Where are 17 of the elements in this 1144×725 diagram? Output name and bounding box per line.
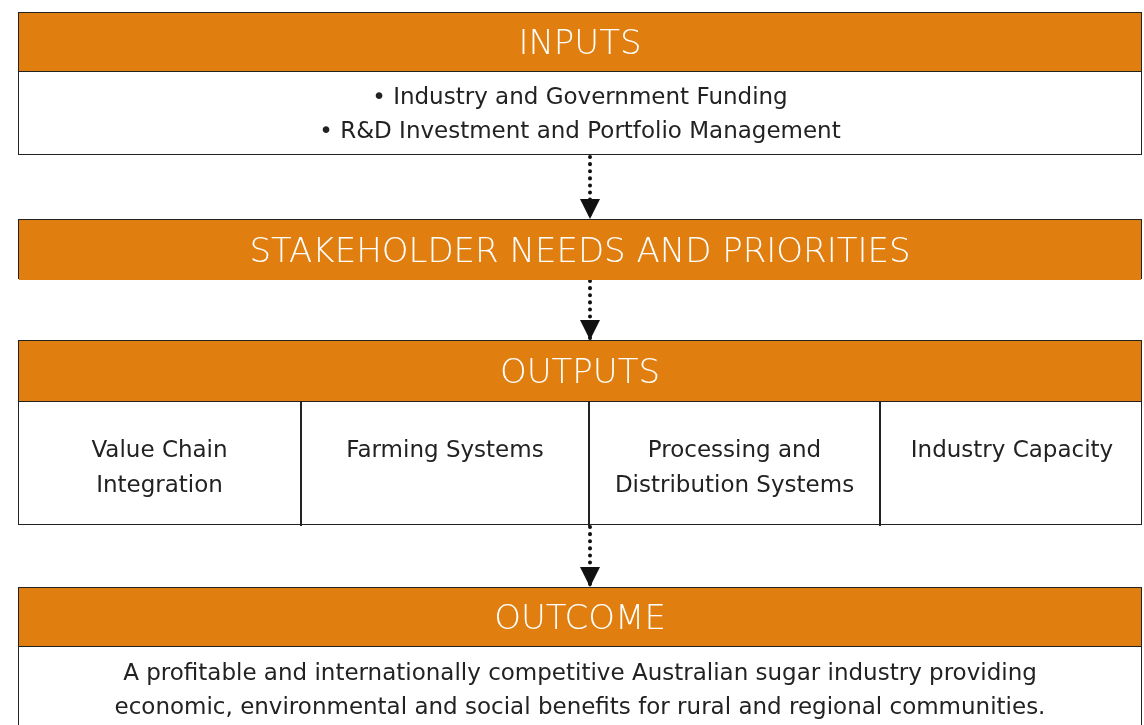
section-header: INPUTS bbox=[19, 13, 1141, 72]
dotted-arrow bbox=[580, 155, 600, 219]
section-header: STAKEHOLDER NEEDS AND PRIORITIES bbox=[19, 220, 1141, 280]
dotted-arrow bbox=[580, 279, 600, 340]
bullet-item: • Industry and Government Funding bbox=[372, 81, 788, 111]
output-label: Value Chain Integration bbox=[90, 435, 229, 499]
output-box bbox=[18, 340, 1142, 525]
section-header: OUTPUTS bbox=[19, 341, 1141, 402]
output-label: Farming Systems bbox=[346, 435, 544, 464]
description-text: A profitable and internationally competitive Australian sugar industry providing economic, environmental and social benefits for rural and regional communities. bbox=[113, 657, 1047, 721]
dotted-arrow bbox=[580, 525, 600, 587]
input-box bbox=[18, 12, 1142, 155]
outcome-box bbox=[18, 587, 1142, 725]
output-label: Industry Capacity bbox=[910, 435, 1114, 464]
section-header: OUTCOME bbox=[19, 588, 1141, 647]
bullet-item: • R&D Investment and Portfolio Management bbox=[319, 115, 841, 145]
output-label: Processing and Distribution Systems bbox=[613, 435, 856, 499]
